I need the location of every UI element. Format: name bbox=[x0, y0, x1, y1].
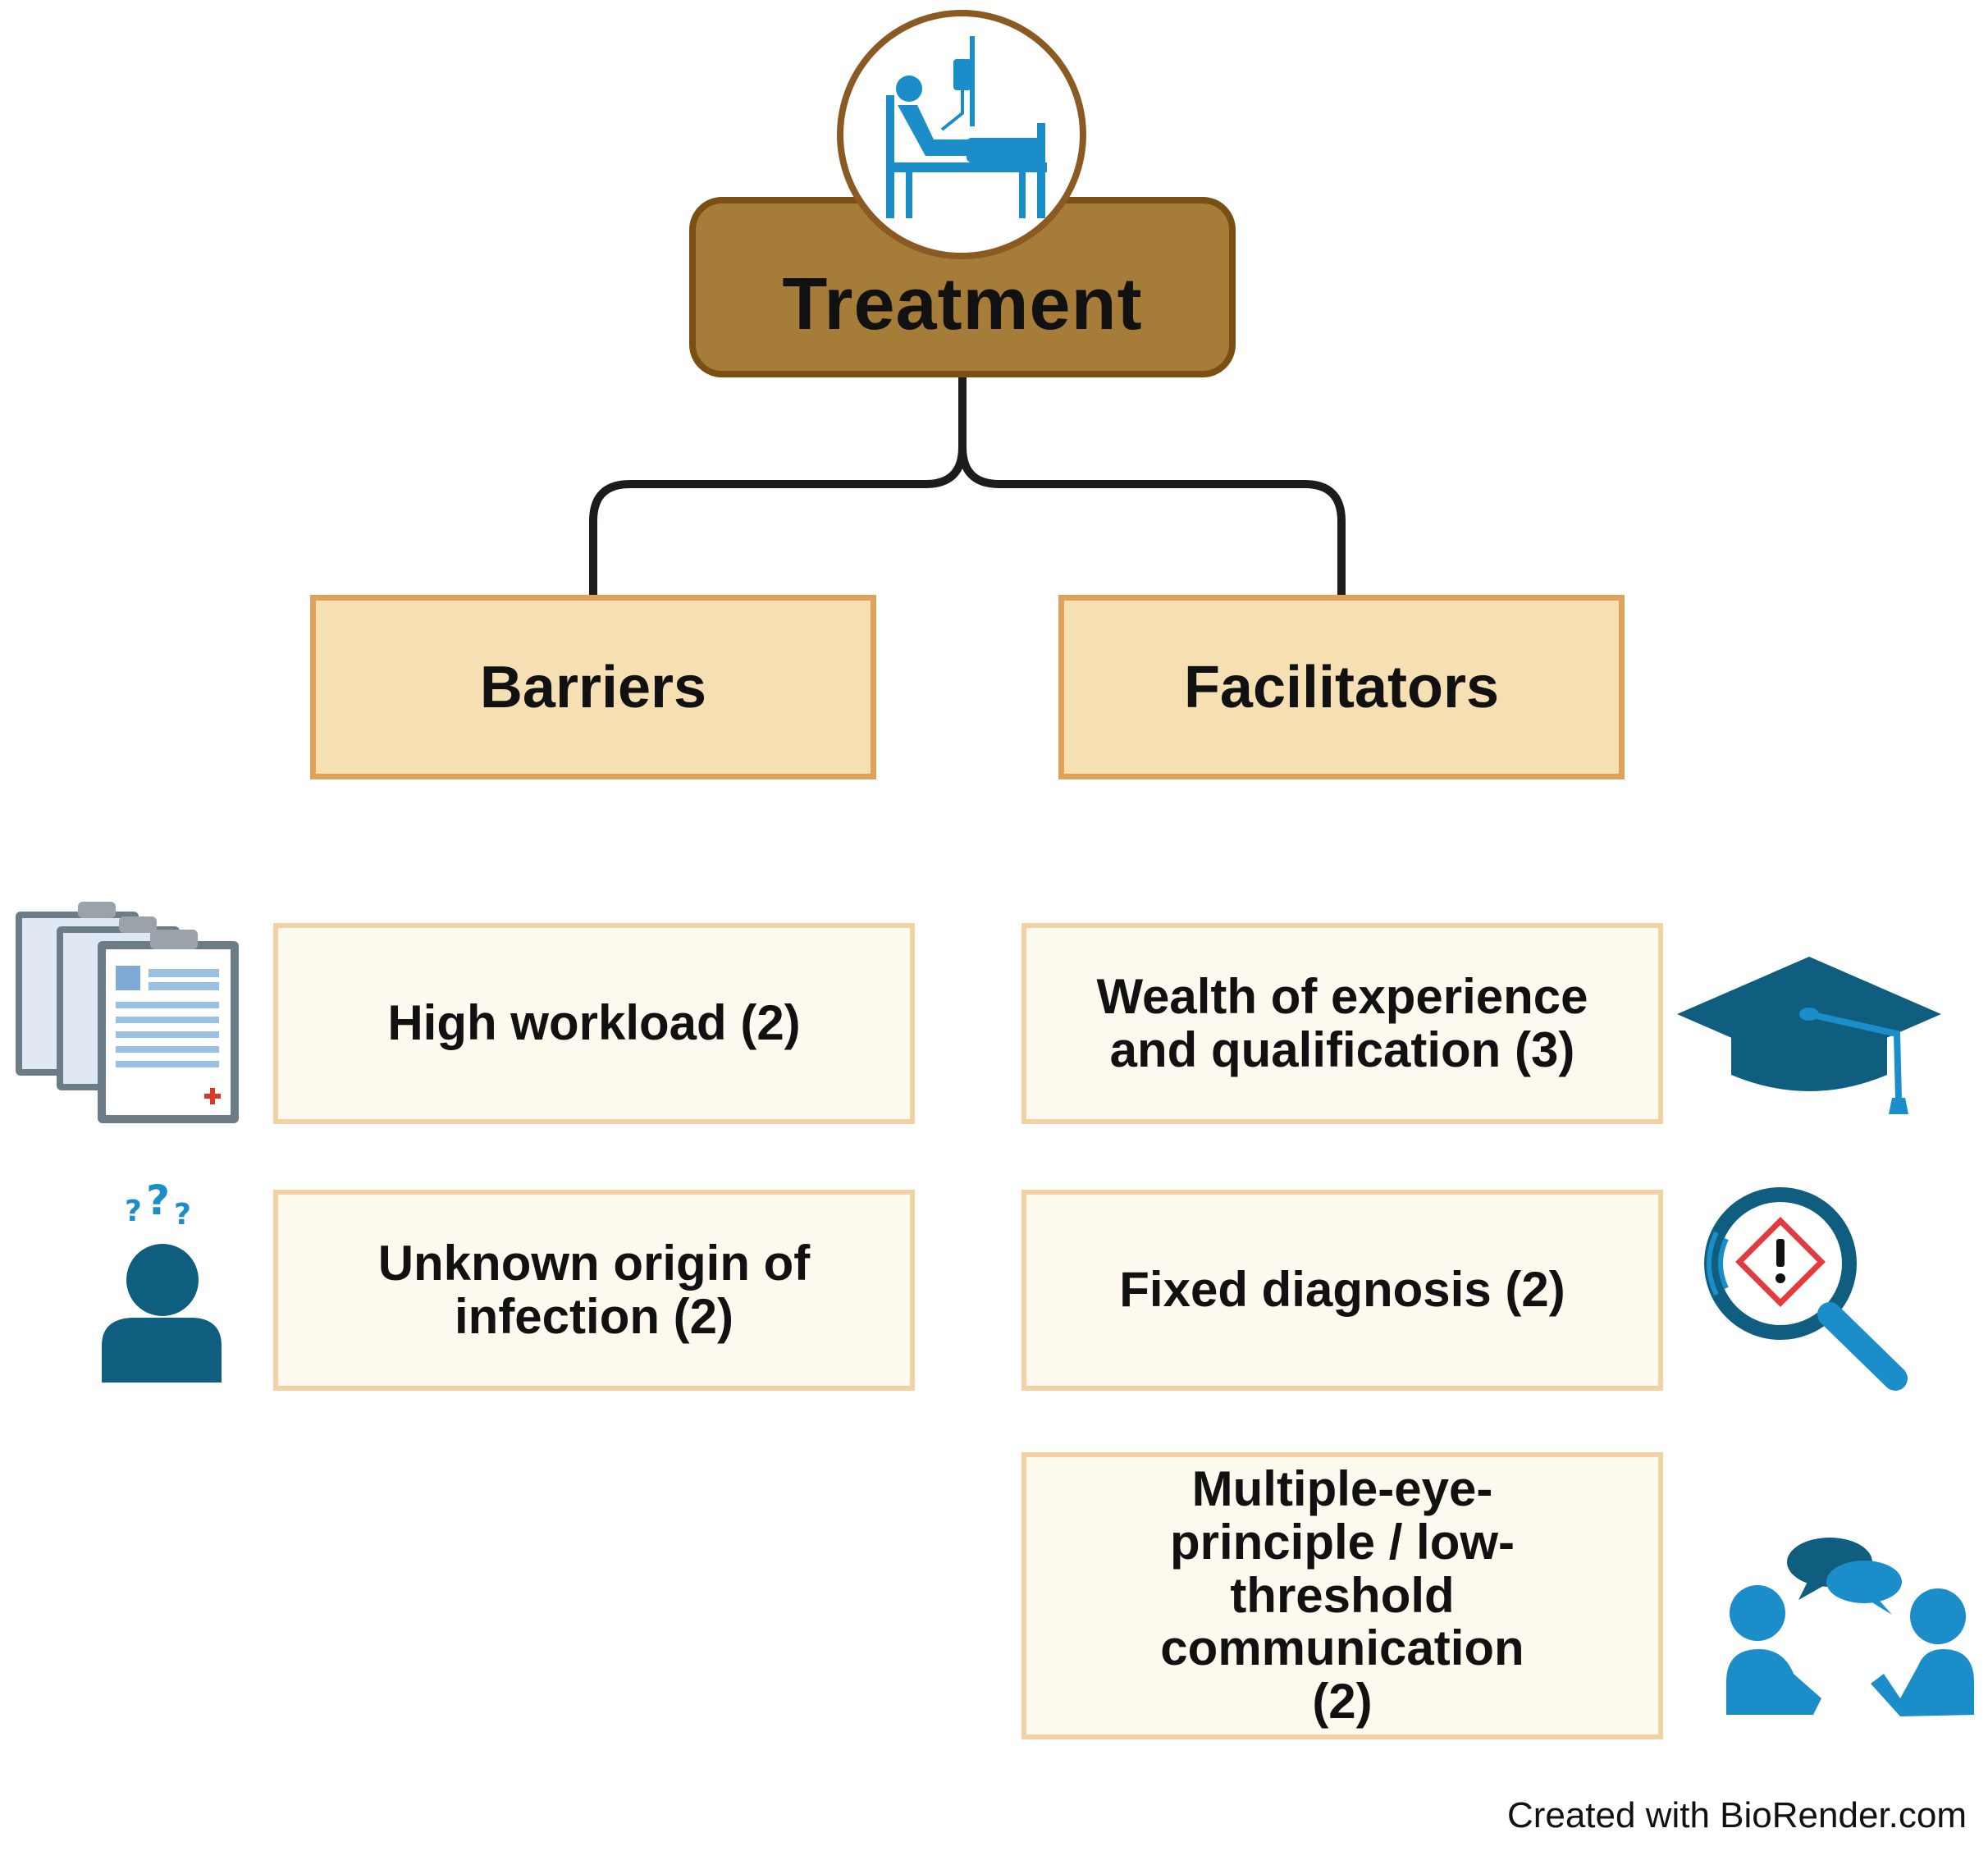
facilitator-item-label: Wealth of experience and qualification (… bbox=[1096, 968, 1588, 1077]
facilitator-item: Multiple-eye-principle / low-threshold c… bbox=[1021, 1452, 1663, 1739]
hospital-bed-icon bbox=[837, 10, 1086, 259]
svg-text:?: ? bbox=[174, 1198, 191, 1232]
facilitator-item-label: Fixed diagnosis (2) bbox=[1119, 1262, 1565, 1318]
facilitators-node: Facilitators bbox=[1058, 595, 1625, 779]
treatment-label: Treatment bbox=[782, 263, 1143, 345]
barriers-node: Barriers bbox=[310, 595, 876, 779]
biorender-credit: Created with BioRender.com bbox=[1506, 1795, 1967, 1835]
facilitator-item: Wealth of experience and qualification (… bbox=[1021, 923, 1663, 1124]
svg-text:?: ? bbox=[146, 1181, 170, 1224]
facilitator-item: Fixed diagnosis (2) bbox=[1021, 1190, 1663, 1391]
confused-person-icon: ? ? ? bbox=[102, 1181, 222, 1383]
svg-text:?: ? bbox=[125, 1195, 142, 1228]
barrier-item-label: High workload (2) bbox=[387, 995, 801, 1051]
magnifier-warning-icon bbox=[1704, 1187, 1908, 1391]
graduation-cap-icon bbox=[1677, 957, 1941, 1114]
clipboards-icon bbox=[16, 902, 239, 1123]
conversation-icon bbox=[1726, 1538, 1974, 1716]
barrier-item: High workload (2) bbox=[273, 923, 915, 1124]
facilitator-item-label: Multiple-eye-principle / low-threshold c… bbox=[1160, 1461, 1524, 1730]
barrier-item: Unknown origin of infection (2) bbox=[273, 1190, 915, 1391]
barrier-item-label: Unknown origin of infection (2) bbox=[377, 1235, 811, 1344]
